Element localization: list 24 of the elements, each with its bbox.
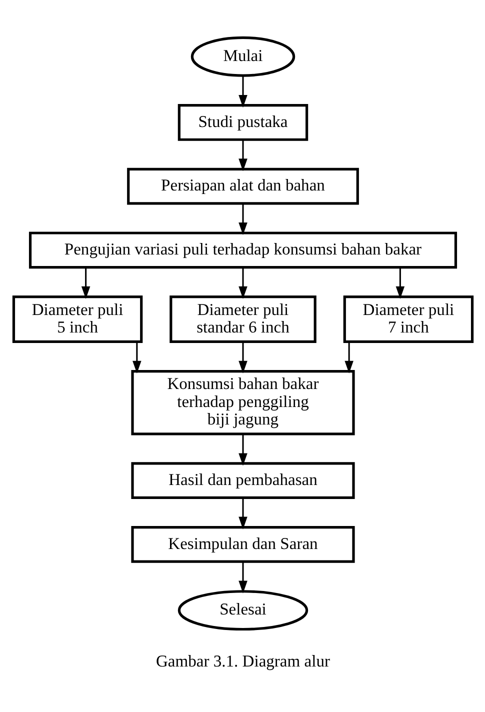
arrow bbox=[238, 139, 247, 171]
arrow bbox=[238, 267, 247, 298]
arrow bbox=[238, 561, 247, 593]
node-box: Kesimpulan dan Saran bbox=[130, 525, 354, 562]
node-box: Pengujian variasi puli terhadap konsumsi bahan bakar bbox=[28, 231, 457, 268]
node-ellipse: Selesai bbox=[177, 590, 308, 630]
node-box: Diameter puli 7 inch bbox=[342, 295, 474, 343]
arrow bbox=[238, 203, 247, 235]
node-box: Persiapan alat dan bahan bbox=[126, 167, 358, 204]
caption: Gambar 3.1. Diagram alur bbox=[156, 650, 330, 670]
arrow bbox=[80, 267, 90, 298]
node-box: Diameter puli 5 inch bbox=[12, 295, 142, 343]
node-box: Studi pustaka bbox=[177, 104, 308, 140]
arrow bbox=[238, 434, 247, 466]
node-box: Konsumsi bahan bakar terhadap penggiling biji jagung bbox=[130, 369, 354, 435]
arrow bbox=[238, 498, 247, 529]
arrow bbox=[395, 267, 404, 298]
arrow bbox=[132, 342, 141, 373]
arrow bbox=[238, 76, 247, 108]
arrow bbox=[238, 342, 247, 373]
node-box: Hasil dan pembahasan bbox=[130, 462, 354, 499]
node-ellipse: Mulai bbox=[190, 36, 295, 76]
node-box: Diameter puli standar 6 inch bbox=[169, 295, 316, 343]
arrow bbox=[344, 342, 353, 373]
